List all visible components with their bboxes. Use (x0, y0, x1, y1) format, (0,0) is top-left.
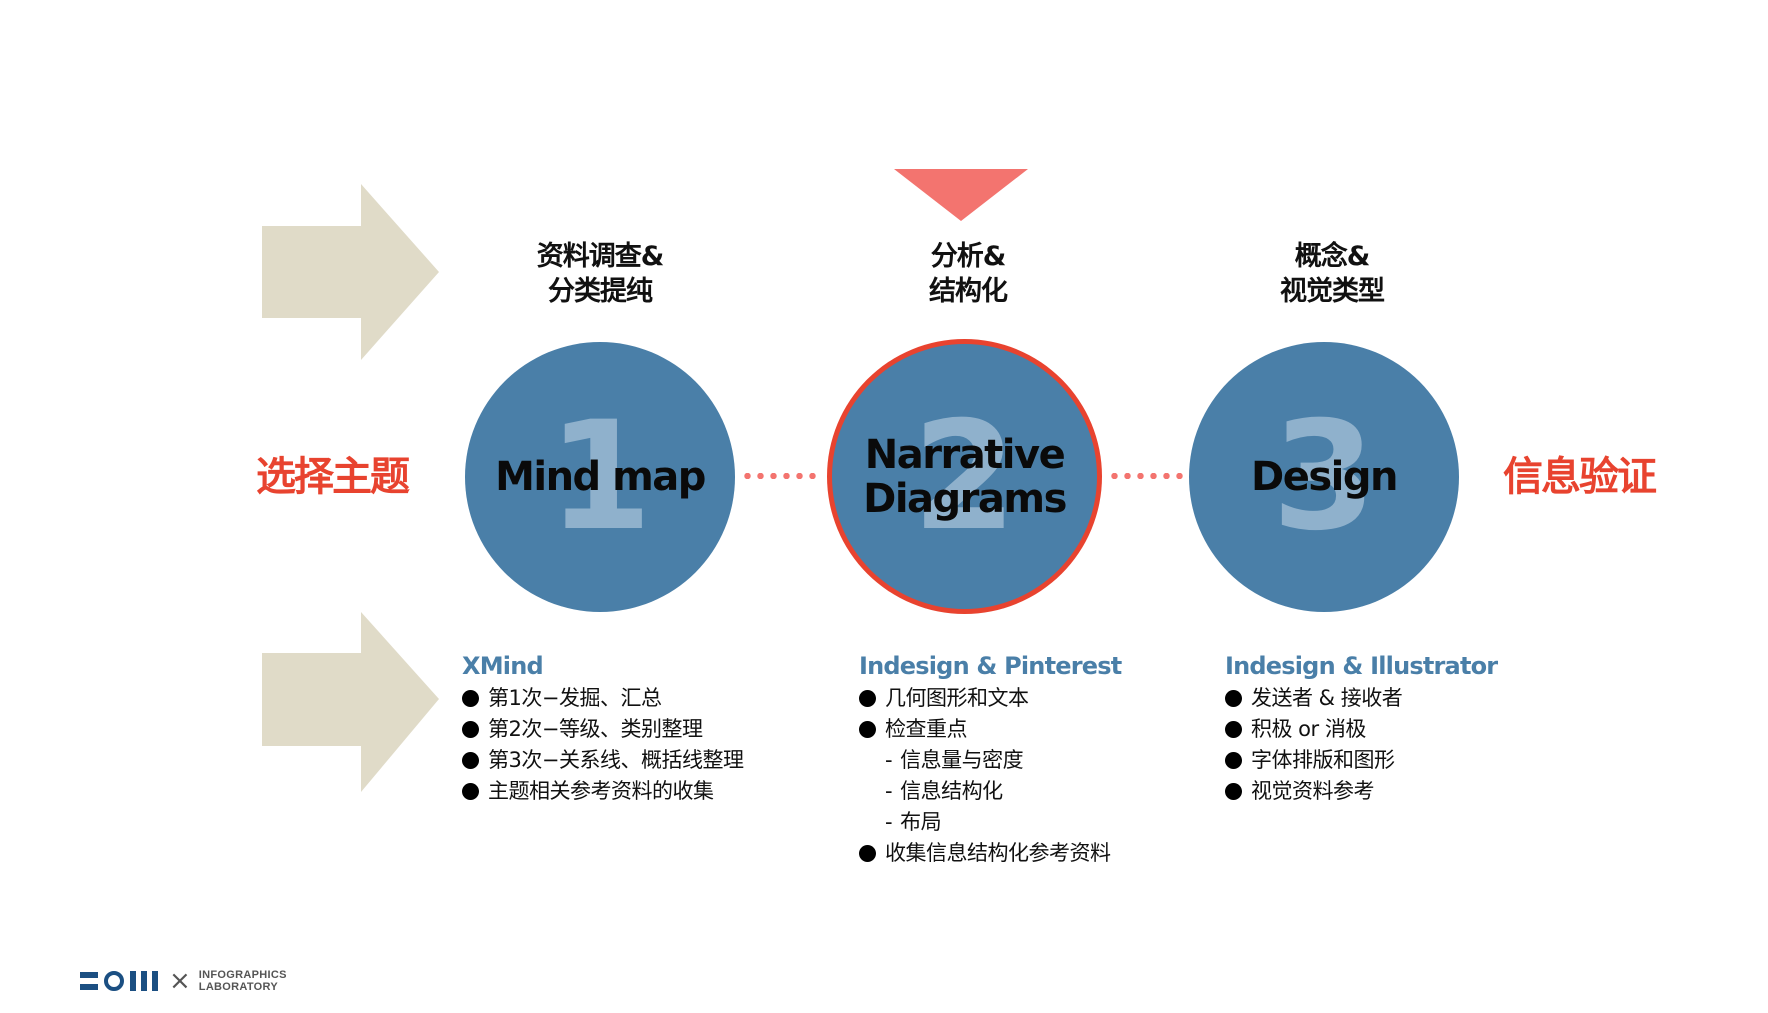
list-item-text: 收集信息结构化参考资料 (885, 841, 1111, 865)
start-label: 选择主题 (256, 454, 410, 500)
step-3-tool-list: 发送者 & 接收者 积极 or 消极 字体排版和图形 视觉资料参考 (1225, 683, 1497, 807)
list-item-text: 积极 or 消极 (1251, 717, 1366, 741)
step-2-heading-line-1: 分析& (930, 241, 1007, 272)
step-2-tool-list: 几何图形和文本 检查重点 -信息量与密度 -信息结构化 -布局 收集信息结构化参… (859, 683, 1121, 869)
list-item-text: 检查重点 (885, 717, 968, 741)
list-item-text: 信息结构化 (900, 779, 1003, 803)
list-item-text: 第1次−发掘、汇总 (488, 686, 662, 710)
logo-text-line-2: LABORATORY (198, 981, 278, 993)
step-1-heading-line-1: 资料调查& (536, 241, 665, 272)
list-item-text: 几何图形和文本 (885, 686, 1029, 710)
bullet-icon (1225, 752, 1242, 769)
bullet-icon (462, 752, 479, 769)
list-subitem: -布局 (859, 807, 1121, 838)
list-item: 第1次−发掘、汇总 (462, 683, 743, 714)
logo-mark-icon (80, 971, 163, 991)
list-item-text: 布局 (900, 810, 942, 834)
dash-icon: - (885, 810, 893, 834)
list-item-text: 字体排版和图形 (1251, 748, 1395, 772)
list-subitem: -信息结构化 (859, 776, 1121, 807)
step-3-tools: Indesign & Illustrator 发送者 & 接收者 积极 or 消… (1225, 651, 1498, 807)
step-2-label-line-2: Diagrams (863, 475, 1067, 522)
list-item-text: 主题相关参考资料的收集 (488, 779, 714, 803)
step-1-number: 1 (547, 390, 653, 564)
bottom-right-arrow-icon (262, 612, 442, 794)
logo-separator: × (169, 966, 191, 996)
list-item-text: 发送者 & 接收者 (1251, 686, 1403, 710)
logo-text-line-1: INFOGRAPHICS (198, 969, 287, 981)
step-2-tool-title: Indesign & Pinterest (859, 652, 1122, 680)
step-3-circle[interactable]: 3 Design (1189, 342, 1459, 612)
bullet-icon (859, 690, 876, 707)
list-item: 检查重点 (859, 714, 1121, 745)
dash-icon: - (885, 779, 893, 803)
logo-text: INFOGRAPHICS LABORATORY (199, 969, 287, 993)
list-item: 第2次−等级、类别整理 (462, 714, 743, 745)
connector-1-2 (741, 473, 819, 479)
logo-bars-icon (80, 972, 98, 990)
step-3-label: Design (1251, 454, 1398, 500)
list-item-text: 信息量与密度 (900, 748, 1024, 772)
list-item: 第3次−关系线、概括线整理 (462, 745, 744, 776)
list-item: 积极 or 消极 (1225, 714, 1497, 745)
bullet-icon (1225, 690, 1242, 707)
end-label: 信息验证 (1503, 454, 1657, 500)
down-triangle-icon (894, 169, 1028, 221)
list-item-text: 第2次−等级、类别整理 (488, 717, 703, 741)
step-2-heading-line-2: 结构化 (929, 276, 1008, 307)
step-2-label: Narrative Diagrams (863, 431, 1067, 522)
list-item-text: 视觉资料参考 (1251, 779, 1375, 803)
infographics-lab-logo: × INFOGRAPHICS LABORATORY (80, 968, 287, 994)
step-1-label-line-1: Mind map (495, 454, 706, 500)
logo-column-icon (130, 971, 136, 991)
step-2-tools: Indesign & Pinterest 几何图形和文本 检查重点 -信息量与密… (859, 651, 1122, 869)
step-1-heading-line-2: 分类提纯 (548, 276, 653, 307)
step-1-heading: 资料调查& 分类提纯 (450, 239, 750, 309)
step-1-tools: XMind 第1次−发掘、汇总 第2次−等级、类别整理 第3次−关系线、概括线整… (462, 651, 744, 807)
step-1-tool-list: 第1次−发掘、汇总 第2次−等级、类别整理 第3次−关系线、概括线整理 主题相关… (462, 683, 744, 807)
step-1-tool-title: XMind (462, 652, 544, 680)
bullet-icon (1225, 721, 1242, 738)
step-1-circle[interactable]: 1 Mind map (465, 342, 735, 612)
step-2-number: 2 (912, 389, 1017, 564)
step-2-label-line-1: Narrative (864, 431, 1066, 478)
step-3-heading-line-2: 视觉类型 (1280, 276, 1385, 307)
top-right-arrow-icon (262, 184, 442, 362)
logo-column-icon (152, 971, 158, 991)
step-3-heading-line-1: 概念& (1294, 241, 1371, 272)
dash-icon: - (885, 748, 893, 772)
list-item-text: 第3次−关系线、概括线整理 (488, 748, 744, 772)
bullet-icon (859, 721, 876, 738)
list-item: 视觉资料参考 (1225, 776, 1497, 807)
bullet-icon (859, 845, 876, 862)
step-1-label: Mind map (495, 454, 706, 500)
list-item: 字体排版和图形 (1225, 745, 1497, 776)
step-2-circle[interactable]: 2 Narrative Diagrams (832, 344, 1097, 609)
bullet-icon (462, 721, 479, 738)
list-subitem: -信息量与密度 (859, 745, 1121, 776)
list-item: 主题相关参考资料的收集 (462, 776, 743, 807)
logo-column-icon (141, 971, 147, 991)
connector-2-3 (1108, 473, 1186, 479)
bullet-icon (462, 783, 479, 800)
list-item: 几何图形和文本 (859, 683, 1121, 714)
step-3-tool-title: Indesign & Illustrator (1225, 652, 1498, 680)
bullet-icon (462, 690, 479, 707)
bullet-icon (1225, 783, 1242, 800)
list-item: 收集信息结构化参考资料 (859, 838, 1121, 869)
step-3-label-line-1: Design (1251, 454, 1398, 500)
step-3-heading: 概念& 视觉类型 (1182, 239, 1482, 309)
list-item: 发送者 & 接收者 (1225, 683, 1497, 714)
logo-ring-icon (104, 971, 124, 991)
step-2-heading: 分析& 结构化 (818, 239, 1118, 309)
step-3-number: 3 (1271, 390, 1377, 564)
